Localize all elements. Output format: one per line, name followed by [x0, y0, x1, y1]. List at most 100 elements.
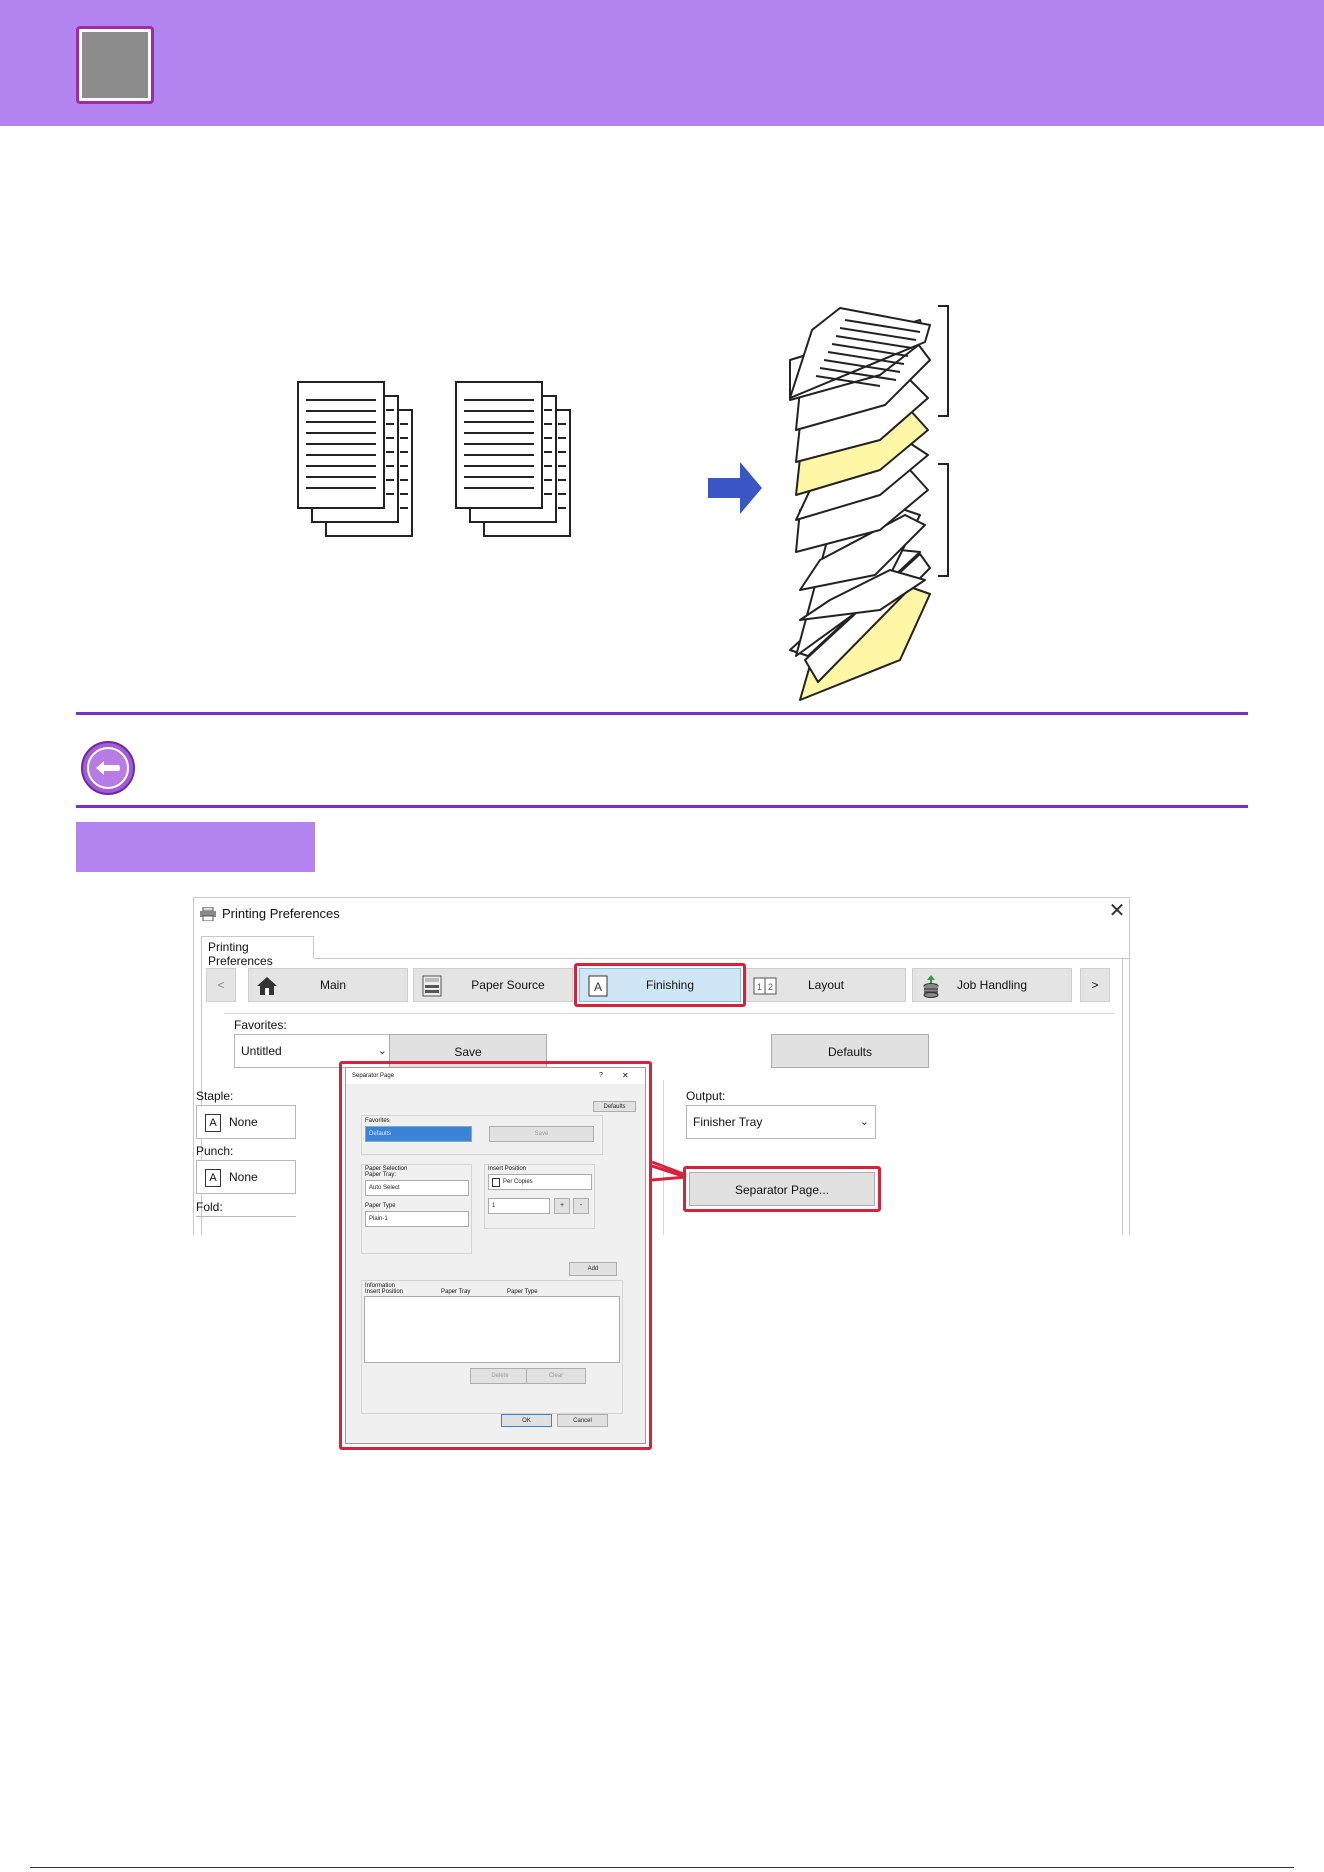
section-divider — [224, 1013, 1114, 1014]
information-label: Information — [365, 1283, 396, 1289]
note-rule-bottom — [76, 805, 1248, 808]
punch-document-icon: A — [205, 1169, 221, 1187]
cancel-button[interactable]: Cancel — [557, 1414, 608, 1427]
tab-main[interactable]: Main — [248, 968, 408, 1002]
close-icon[interactable]: ✕ — [622, 1071, 629, 1080]
add-button[interactable]: Add — [569, 1262, 617, 1276]
dialog-favorites-label: Favorites — [365, 1118, 390, 1124]
paper-tray-label: Paper Tray: — [365, 1172, 397, 1178]
fold-label: Fold: — [196, 1200, 223, 1214]
staple-label: Staple: — [196, 1089, 234, 1103]
count-value: 1 — [492, 1203, 496, 1209]
decrement-button[interactable]: - — [573, 1198, 589, 1214]
column-insert-position: Insert Position — [365, 1289, 404, 1295]
paper-tray-select[interactable]: Auto Select — [365, 1180, 469, 1196]
tab-paper-source-label: Paper Source — [471, 978, 545, 992]
original-documents-left — [297, 381, 413, 537]
favorites-label: Favorites: — [234, 1018, 287, 1032]
tab-finishing-label: Finishing — [645, 978, 695, 992]
help-icon[interactable]: ? — [599, 1072, 603, 1079]
paper-tray-icon — [422, 975, 442, 997]
separator-page-dialog: Separator Page ? ✕ Defaults Favorites De… — [345, 1067, 646, 1444]
tab-layout[interactable]: 1 2 Layout — [746, 968, 906, 1002]
separator-page-button[interactable]: Separator Page... — [689, 1172, 875, 1206]
paper-type-select[interactable]: Plain-1 — [365, 1211, 469, 1227]
dialog-title: Separator Page — [352, 1073, 395, 1079]
arrow-right-icon — [708, 462, 762, 514]
chevron-right-icon: > — [1091, 978, 1099, 992]
tab-job-handling[interactable]: Job Handling — [912, 968, 1072, 1002]
tab-scroll-left-button[interactable]: < — [206, 968, 236, 1002]
punch-value: None — [229, 1170, 258, 1184]
original-documents-right — [455, 381, 571, 537]
output-select[interactable]: Finisher Tray ⌄ — [686, 1105, 876, 1139]
paper-selection-label: Paper Selection — [365, 1166, 408, 1172]
chevron-down-icon: ⌄ — [377, 1045, 387, 1057]
column-paper-type: Paper Type — [507, 1289, 538, 1295]
tab-scroll-right-button[interactable]: > — [1080, 968, 1110, 1002]
favorites-value: Untitled — [241, 1044, 282, 1058]
tab-printing-preferences[interactable]: Printing Preferences — [201, 936, 314, 968]
svg-text:A: A — [594, 980, 602, 994]
staple-select[interactable]: A None — [196, 1105, 296, 1139]
dialog-titlebar — [346, 1068, 645, 1084]
count-input[interactable]: 1 — [488, 1198, 550, 1214]
tab-main-label: Main — [319, 978, 346, 992]
svg-text:2: 2 — [768, 982, 773, 992]
output-value: Finisher Tray — [693, 1115, 763, 1129]
output-stack-text-lines — [815, 319, 921, 387]
window-title: Printing Preferences — [222, 906, 340, 921]
insert-position-value: Per Copies — [503, 1179, 533, 1185]
paper-tray-value: Auto Select — [369, 1185, 400, 1191]
insert-position-label: Insert Position — [488, 1166, 527, 1172]
dialog-favorites-select[interactable]: Defaults — [365, 1126, 472, 1142]
tab-strip-line — [314, 958, 1129, 959]
separator-page-illustration — [297, 305, 949, 701]
printer-icon — [200, 907, 216, 921]
tab-finishing[interactable]: A Finishing — [579, 968, 741, 1002]
staple-value: None — [229, 1115, 258, 1129]
tab-paper-source[interactable]: Paper Source — [413, 968, 573, 1002]
copy-brackets — [938, 305, 949, 577]
separator-page-button-highlight — [683, 1166, 881, 1212]
clear-button[interactable]: Clear — [526, 1368, 586, 1384]
output-label: Output: — [686, 1089, 726, 1103]
column-divider — [663, 1080, 664, 1235]
increment-button[interactable]: + — [554, 1198, 570, 1214]
tab-panel — [201, 958, 1123, 1235]
ok-button[interactable]: OK — [501, 1414, 552, 1427]
punch-label: Punch: — [196, 1144, 234, 1158]
dialog-save-button[interactable]: Save — [489, 1126, 594, 1142]
tab-job-handling-label: Job Handling — [956, 978, 1028, 992]
paper-selection-group — [361, 1164, 472, 1254]
chevron-left-icon: < — [217, 978, 225, 992]
output-stack-with-separators — [789, 307, 931, 701]
punch-select[interactable]: A None — [196, 1160, 296, 1194]
header-band — [0, 0, 1324, 126]
delete-button[interactable]: Delete — [470, 1368, 530, 1384]
finishing-document-icon: A — [588, 975, 608, 997]
svg-text:1: 1 — [757, 982, 762, 992]
favorites-group — [361, 1115, 603, 1155]
tab-layout-label: Layout — [807, 978, 845, 992]
paper-type-label: Paper Type — [365, 1203, 396, 1209]
information-list[interactable] — [364, 1296, 620, 1363]
footer-rule — [30, 1867, 1294, 1868]
copies-icon — [492, 1178, 500, 1187]
step-heading-band — [76, 822, 315, 872]
staple-document-icon: A — [205, 1114, 221, 1132]
layout-pages-icon: 1 2 — [753, 977, 777, 995]
insert-position-group — [484, 1164, 595, 1229]
paper-type-value: Plain-1 — [369, 1216, 388, 1222]
close-icon[interactable]: ✕ — [1108, 900, 1126, 922]
note-return-icon — [81, 741, 135, 795]
dialog-defaults-button[interactable]: Defaults — [593, 1101, 636, 1112]
fold-select-edge — [196, 1216, 296, 1217]
column-paper-tray: Paper Tray — [441, 1289, 471, 1295]
defaults-button[interactable]: Defaults — [771, 1034, 929, 1068]
printing-preferences-window: Printing Preferences ✕ Printing Preferen… — [193, 897, 1130, 1235]
job-handling-storage-icon — [923, 975, 939, 998]
dialog-favorites-value: Defaults — [369, 1131, 392, 1137]
information-group — [361, 1280, 623, 1414]
insert-position-select[interactable]: Per Copies — [488, 1174, 592, 1190]
